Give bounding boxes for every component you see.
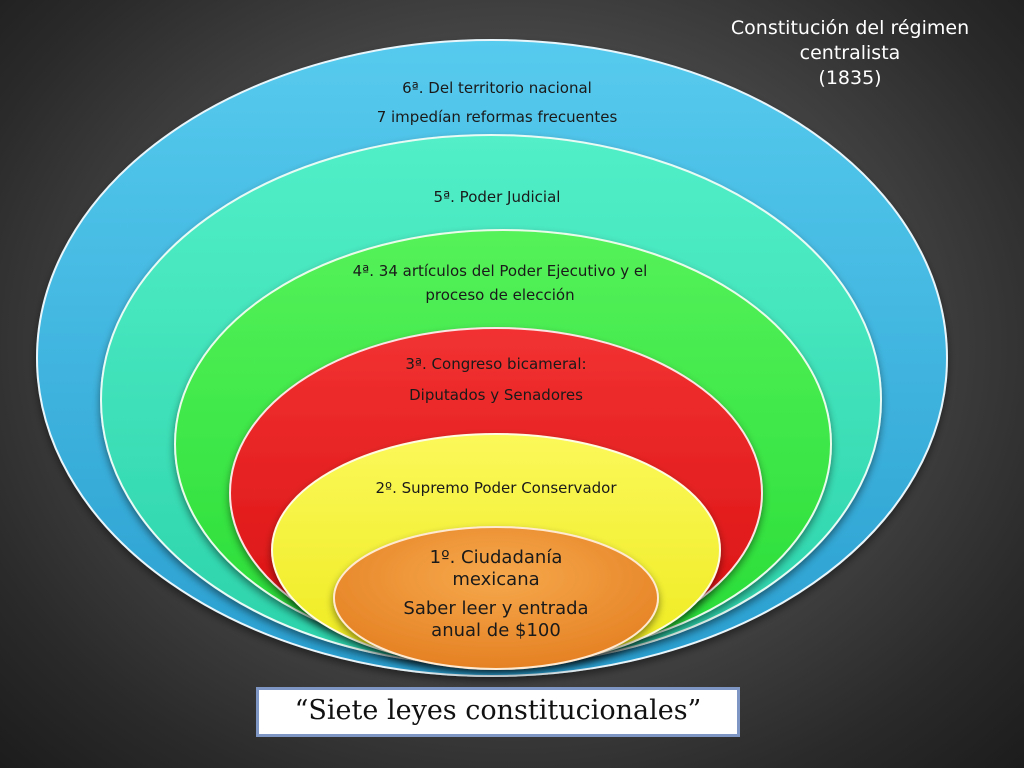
layer-2-line-1: 2º. Supremo Poder Conservador — [375, 479, 617, 497]
layer-5-label: 5ª. Poder Judicial — [297, 187, 697, 207]
layer-3-label: 3ª. Congreso bicameral: Diputados y Sena… — [346, 354, 646, 405]
layer-1-line-1: 1º. Ciudadanía — [429, 547, 563, 568]
layer-3-line-2: Diputados y Senadores — [409, 386, 583, 404]
layer-3-line-1: 3ª. Congreso bicameral: — [405, 355, 587, 373]
layer-1-line-3: Saber leer y entrada — [403, 598, 589, 619]
layer-1-line-4: anual de $100 — [431, 620, 561, 641]
layer-6-line-1: 6ª. Del territorio nacional — [402, 79, 592, 97]
layer-4-line-1: 4ª. 34 artículos del Poder Ejecutivo y e… — [352, 262, 648, 280]
layer-4-label: 4ª. 34 artículos del Poder Ejecutivo y e… — [290, 259, 710, 307]
layer-6-label: 6ª. Del territorio nacional 7 impedían r… — [297, 78, 697, 127]
layer-1-line-2: mexicana — [452, 569, 540, 590]
siete-leyes-banner: “Siete leyes constitucionales” — [256, 687, 740, 737]
title-line-3: (1835) — [818, 67, 882, 89]
title-line-2: centralista — [799, 42, 901, 64]
title-line-1: Constitución del régimen — [730, 17, 970, 39]
diagram-title: Constitución del régimen centralista (18… — [700, 16, 1000, 91]
layer-1-ellipse — [333, 526, 659, 670]
layer-2-label: 2º. Supremo Poder Conservador — [296, 478, 696, 498]
layer-1-label: 1º. Ciudadanía mexicana Saber leer y ent… — [376, 547, 616, 642]
layer-6-line-2: 7 impedían reformas frecuentes — [376, 108, 618, 126]
layer-4-line-2: proceso de elección — [425, 286, 575, 304]
layer-5-line-1: 5ª. Poder Judicial — [433, 188, 561, 206]
